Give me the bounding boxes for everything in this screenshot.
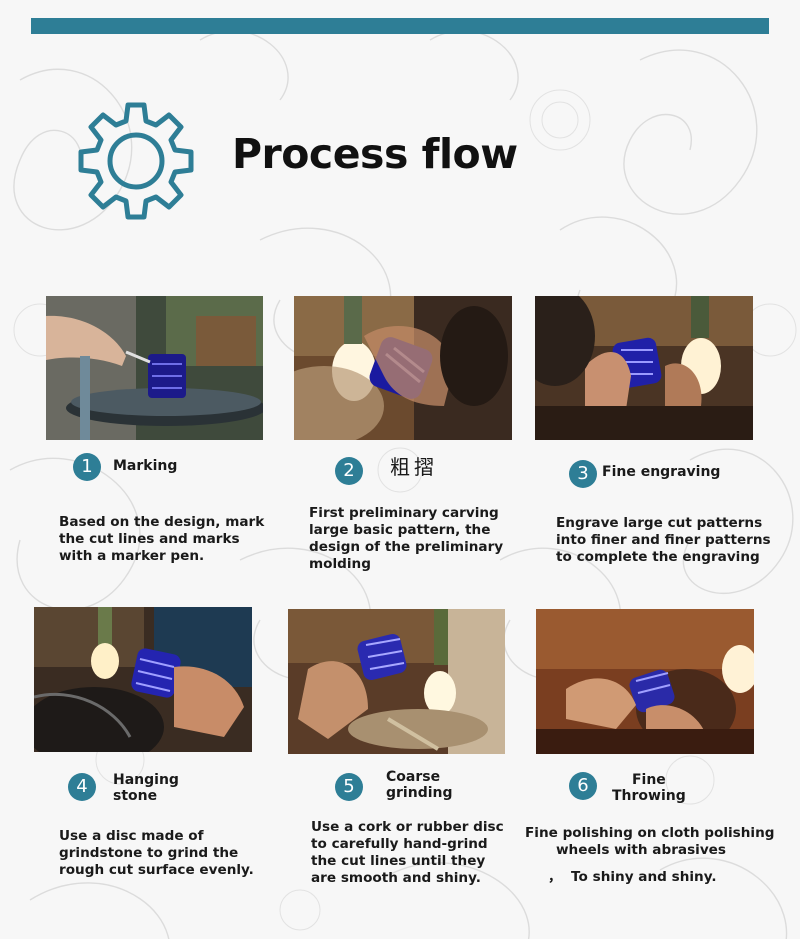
step-5-title-line: grinding	[386, 785, 453, 801]
step-5-desc-line: Use a cork or rubber disc	[311, 819, 504, 835]
step-4-title-line: stone	[113, 788, 158, 804]
step-6-title: Fine Throwing	[612, 772, 686, 804]
step-6-title-line: Throwing	[612, 788, 686, 804]
step-4-number: 4	[68, 773, 96, 801]
step-1-title: Marking	[113, 458, 177, 474]
step-3-photo	[535, 296, 753, 440]
step-5-photo	[288, 609, 505, 754]
step-5-desc-line: the cut lines until they	[311, 853, 486, 869]
step-4-desc-line: grindstone to grind the	[59, 845, 239, 861]
step-2-desc-line: design of the preliminary	[309, 539, 504, 555]
page-title: Process flow	[232, 130, 518, 178]
step-4-photo	[34, 607, 252, 752]
step-2-desc-line: molding	[309, 556, 371, 572]
step-6-number: 6	[569, 772, 597, 800]
step-3-description: Engrave large cut patterns into finer an…	[556, 515, 771, 566]
step-5-desc-line: to carefully hand-grind	[311, 836, 488, 852]
step-6-desc-line: Fine polishing on cloth polishing	[525, 825, 775, 841]
step-1-desc-line: with a marker pen.	[59, 548, 205, 564]
step-2-desc-line: First preliminary carving	[309, 505, 499, 521]
step-5-title-line: Coarse	[386, 769, 441, 785]
step-4-title-line: Hanging	[113, 772, 179, 788]
step-6-title-line: Fine	[631, 772, 666, 788]
step-3-desc-line: Engrave large cut patterns	[556, 515, 763, 531]
step-1-number: 1	[73, 453, 101, 481]
step-5-description: Use a cork or rubber disc to carefully h…	[311, 819, 504, 887]
step-5-title: Coarse grinding	[386, 769, 453, 801]
top-accent-bar	[31, 18, 769, 34]
step-2-title-line: 粗摺	[390, 455, 438, 479]
step-2-photo	[294, 296, 512, 440]
step-3-number: 3	[569, 460, 597, 488]
step-2-title: 粗摺	[390, 455, 438, 479]
step-2-description: First preliminary carving large basic pa…	[309, 505, 503, 573]
step-4-description: Use a disc made of grindstone to grind t…	[59, 828, 254, 879]
step-4-title: Hanging stone	[113, 772, 179, 804]
step-3-title: Fine engraving	[602, 464, 720, 480]
step-6-desc-line: wheels with abrasives	[556, 842, 726, 858]
step-6-description: Fine polishing on cloth polishing wheels…	[525, 825, 775, 859]
step-1-desc-line: the cut lines and marks	[59, 531, 240, 547]
step-2-desc-line: large basic pattern, the	[309, 522, 491, 538]
step-6-photo	[536, 609, 754, 754]
step-3-desc-line: into finer and finer patterns	[556, 532, 771, 548]
step-3-desc-line: to complete the engraving	[556, 549, 760, 565]
step-1-title-line: Marking	[113, 458, 178, 474]
step-2-number: 2	[335, 457, 363, 485]
step-5-desc-line: are smooth and shiny.	[311, 870, 481, 886]
step-1-description: Based on the design, mark the cut lines …	[59, 514, 264, 565]
step-1-photo	[46, 296, 263, 440]
gear-icon	[74, 99, 198, 223]
step-4-desc-line: Use a disc made of	[59, 828, 204, 844]
step-6-note: ， To shiny and shiny.	[548, 869, 717, 885]
step-4-desc-line: rough cut surface evenly.	[59, 862, 254, 878]
step-1-desc-line: Based on the design, mark	[59, 514, 265, 530]
step-3-title-line: Fine engraving	[602, 464, 721, 480]
step-5-number: 5	[335, 773, 363, 801]
